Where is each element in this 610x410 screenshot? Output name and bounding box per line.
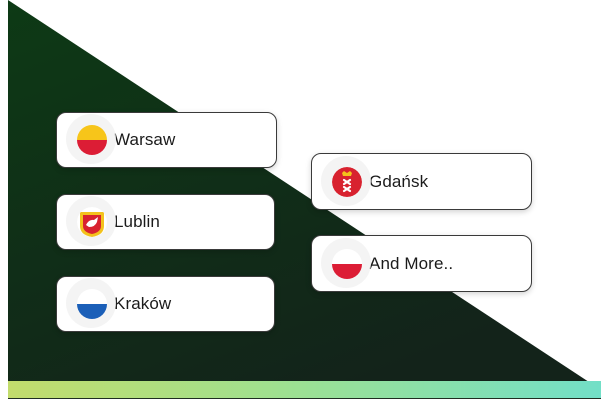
poland-flag-icon (332, 248, 362, 279)
city-card-lublin[interactable]: Lublin (56, 194, 275, 250)
city-label-gdansk: Gdańsk (369, 171, 429, 191)
city-label-lublin: Lublin (114, 212, 160, 231)
city-card-warsaw[interactable]: Warsaw (56, 112, 277, 168)
and-more-badge (321, 237, 371, 288)
lublin-badge (66, 196, 116, 246)
warsaw-badge (66, 114, 116, 164)
city-label-and-more: And More.. (369, 253, 454, 273)
gradient-footer-bar (8, 381, 601, 399)
city-label-krakow: Kraków (114, 294, 172, 313)
warsaw-flag-icon (77, 125, 107, 155)
krakow-badge (66, 278, 116, 328)
gdansk-coat-of-arms-icon (332, 166, 362, 197)
city-card-krakow[interactable]: Kraków (56, 276, 275, 332)
city-label-warsaw: Warsaw (114, 130, 176, 149)
lublin-coat-of-arms-icon (77, 207, 107, 237)
city-card-gdansk[interactable]: Gdańsk (311, 153, 532, 210)
gdansk-badge (321, 155, 371, 206)
city-card-and-more[interactable]: And More.. (311, 235, 532, 292)
krakow-flag-icon (77, 289, 107, 319)
